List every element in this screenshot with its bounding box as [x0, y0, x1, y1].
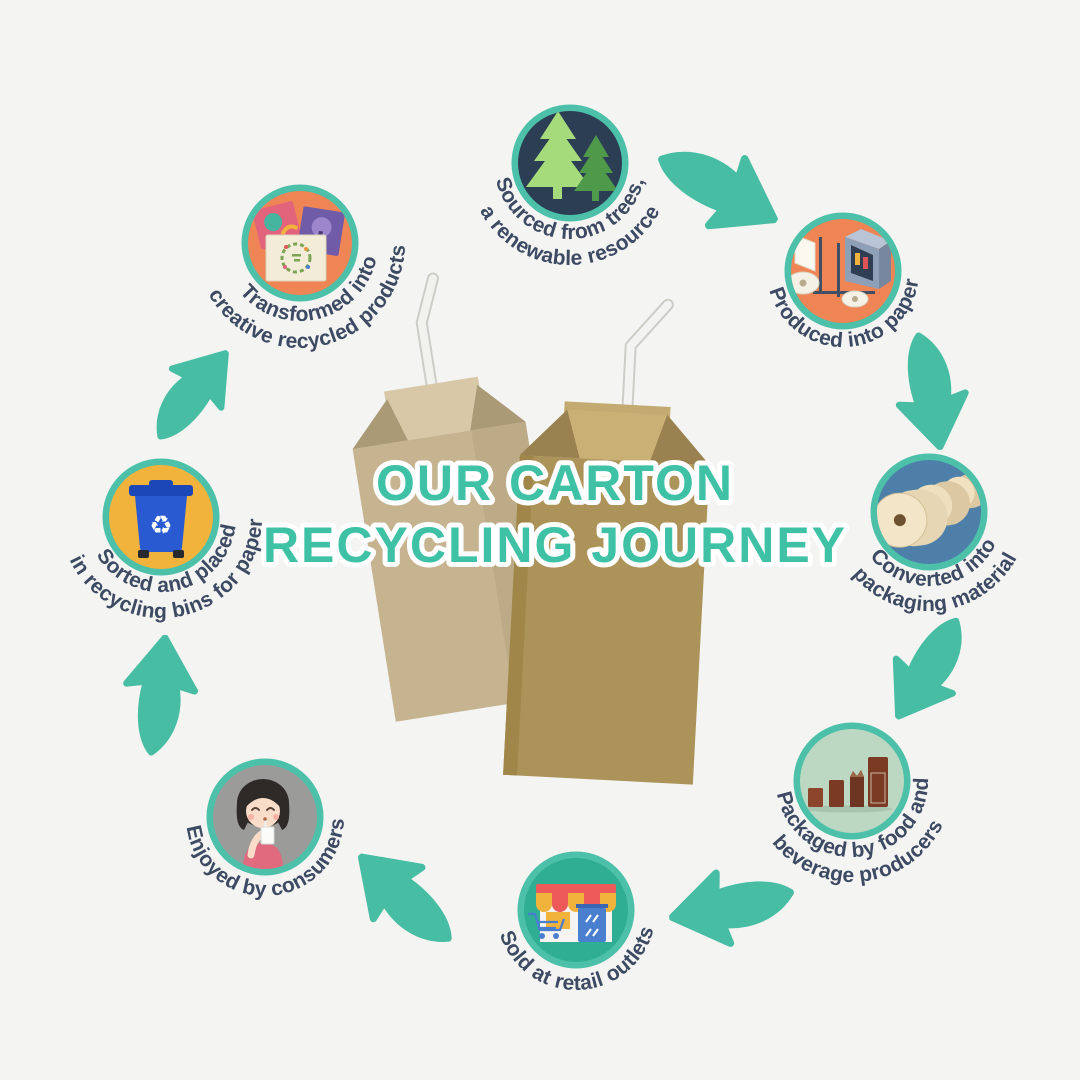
step-ring — [241, 184, 359, 302]
step-ring — [206, 758, 324, 876]
step-converted-into-packaging: Converted into packaging material — [769, 392, 1080, 692]
pine-trees-icon — [526, 111, 618, 201]
title-line-1: OUR CARTON — [376, 455, 734, 511]
carton-illustration — [352, 272, 710, 785]
step-sold-at-retail: Sold at retail outlets — [416, 790, 736, 1080]
step-packaged-by-producers: Packaged by food and beverage producers — [692, 661, 1012, 961]
step-sorted-recycling-bins: ♻ Sorted and placed in recycling bins fo… — [1, 397, 321, 697]
step-ring — [784, 212, 902, 330]
step-ring — [517, 851, 635, 969]
recycled-crafts-icon — [252, 201, 345, 282]
infographic-title: OUR CARTON RECYCLING JOURNEY — [258, 450, 850, 578]
beverage-cartons-icon — [804, 757, 892, 813]
step-ring — [793, 722, 911, 840]
storefront-icon — [528, 884, 616, 942]
step-ring — [511, 104, 629, 222]
recycling-bin-icon: ♻ — [129, 480, 193, 558]
title-line-2: RECYCLING JOURNEY — [263, 517, 847, 573]
step-ring — [102, 458, 220, 576]
step-produced-into-paper: Produced into paper — [683, 151, 1003, 451]
paper-machine-icon — [791, 229, 891, 308]
step-enjoyed-by-consumers: Enjoyed by consumers — [105, 697, 425, 997]
step-sourced-from-trees: Sourced from trees, a renewable resource — [410, 43, 730, 343]
svg-text:♻: ♻ — [149, 511, 172, 541]
step-transformed-products: Transformed into creative recycled produ… — [140, 123, 460, 423]
step-ring — [870, 453, 988, 571]
right-carton — [503, 298, 710, 785]
person-drinking-icon — [236, 779, 290, 869]
